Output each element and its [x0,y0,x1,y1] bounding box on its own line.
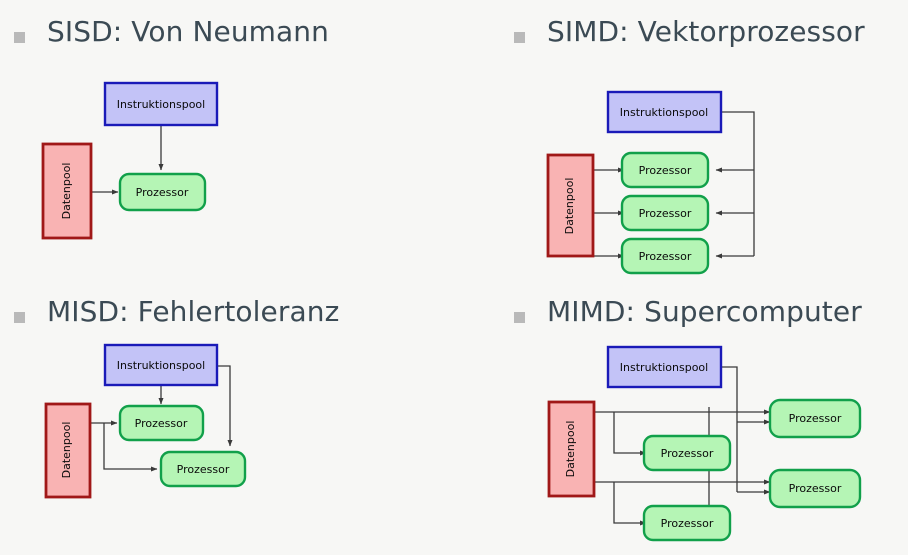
node-label-instruction-pool: Instruktionspool [117,359,205,372]
node-processor-3: Prozessor [620,237,710,275]
node-data-pool: Datenpool [547,400,596,498]
page-title-simd: SIMD: Vektorprozessor [547,15,865,48]
diagram-mimd: Instruktionspool Datenpool Prozessor Pro… [454,340,908,555]
diagram-misd: Instruktionspool Datenpool Prozessor Pro… [0,340,454,555]
node-label-processor-3: Prozessor [789,412,842,425]
diagram-simd: Instruktionspool Datenpool Prozessor Pro… [454,60,908,275]
diagram-sisd: Instruktionspool Datenpool Prozessor [0,60,454,270]
node-label-processor-1: Prozessor [639,164,692,177]
heading-mimd: MIMD: Supercomputer [514,295,862,328]
node-processor-1: Prozessor [118,172,207,212]
connector-data-to-processor-2 [103,423,158,472]
node-label-data-pool: Datenpool [563,178,576,235]
square-bullet-icon [514,312,525,323]
connector-instruction-bus [715,111,755,259]
node-processor-2: Prozessor [642,504,732,542]
node-processor-1: Prozessor [620,151,710,189]
node-label-processor-1: Prozessor [136,186,189,199]
node-label-instruction-pool: Instruktionspool [117,98,205,111]
connector-data-bus-lower [594,479,771,526]
slide-canvas: SISD: Von Neumann Instruktionspool [0,0,908,542]
quadrant-simd: SIMD: Vektorprozessor [454,0,908,275]
page-title-mimd: MIMD: Supercomputer [547,295,862,328]
quadrant-misd: MISD: Fehlertoleranz [0,280,454,550]
node-data-pool: Datenpool [546,153,595,258]
node-data-pool: Datenpool [41,142,93,240]
connector-data-bus-upper [594,409,771,456]
node-label-processor-2: Prozessor [661,517,714,530]
node-label-data-pool: Datenpool [564,421,577,478]
square-bullet-icon [14,32,25,43]
heading-misd: MISD: Fehlertoleranz [14,295,340,328]
node-label-instruction-pool: Instruktionspool [620,361,708,374]
quadrant-mimd: MIMD: Supercomputer [454,280,908,550]
node-label-processor-3: Prozessor [639,250,692,263]
node-label-processor-2: Prozessor [639,207,692,220]
node-label-processor-4: Prozessor [789,482,842,495]
node-processor-2: Prozessor [159,450,247,488]
heading-simd: SIMD: Vektorprozessor [514,15,865,48]
node-instruction-pool: Instruktionspool [606,90,723,134]
heading-sisd: SISD: Von Neumann [14,15,330,48]
quadrant-sisd: SISD: Von Neumann Instruktionspool [0,0,454,270]
page-title-misd: MISD: Fehlertoleranz [47,295,340,328]
node-label-data-pool: Datenpool [60,422,73,479]
node-label-processor-1: Prozessor [135,417,188,430]
square-bullet-icon [514,32,525,43]
node-label-processor-1: Prozessor [661,447,714,460]
connector-instruction-to-processor-2 [218,365,233,447]
node-processor-2: Prozessor [620,194,710,232]
connector-data-bus [593,167,625,259]
node-instruction-pool: Instruktionspool [103,81,219,127]
node-processor-1: Prozessor [118,404,205,442]
node-instruction-pool: Instruktionspool [103,343,219,387]
node-label-data-pool: Datenpool [60,163,73,220]
node-data-pool: Datenpool [44,402,92,499]
node-label-processor-2: Prozessor [177,463,230,476]
node-processor-1: Prozessor [642,434,732,472]
node-label-instruction-pool: Instruktionspool [620,106,708,119]
connector-instruction-bus-right [721,366,771,495]
square-bullet-icon [14,312,25,323]
node-processor-4: Prozessor [768,468,862,509]
node-instruction-pool: Instruktionspool [606,345,723,389]
node-processor-3: Prozessor [768,398,862,439]
page-title-sisd: SISD: Von Neumann [47,15,330,48]
